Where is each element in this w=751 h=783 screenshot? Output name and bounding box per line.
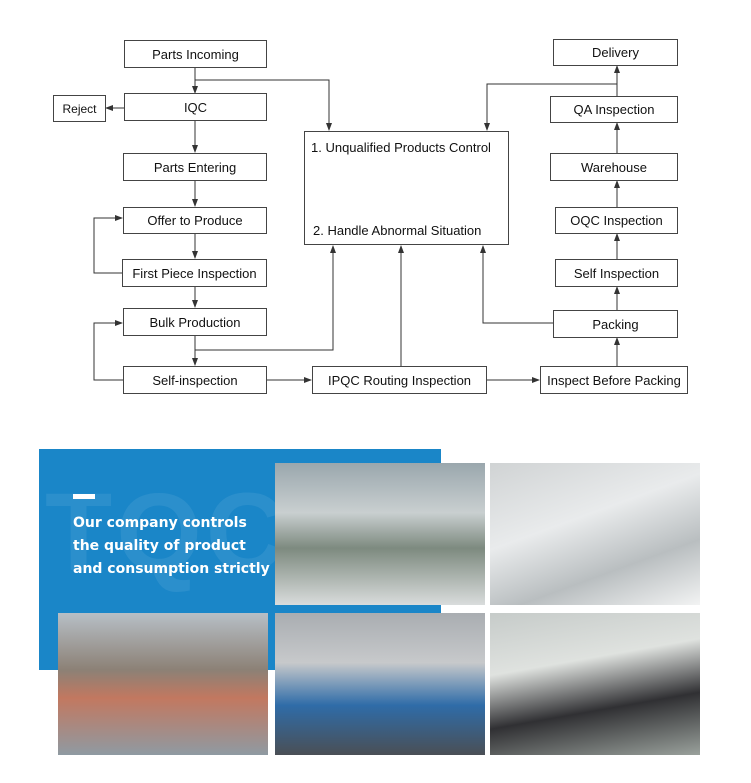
box-bulk-production: Bulk Production [123, 308, 267, 336]
box-label: OQC Inspection [570, 213, 663, 228]
box-label: Parts Entering [153, 159, 237, 175]
box-label: IPQC Routing Inspection [327, 372, 472, 388]
box-label: First Piece Inspection [132, 265, 257, 281]
box-label: Warehouse [581, 159, 647, 175]
box-parts-entering: Parts Entering [123, 153, 267, 181]
box-label: Parts Incoming [152, 46, 239, 62]
flow-connectors [93, 65, 620, 383]
box-label: Delivery [592, 45, 639, 60]
box-oqc-inspection: OQC Inspection [555, 207, 678, 234]
accent-dash [73, 494, 95, 499]
box-inspect-before-packing: Inspect Before Packing [540, 366, 688, 394]
photo-test-equipment [490, 613, 700, 755]
banner-text: Our company controls the quality of prod… [73, 515, 270, 577]
box-offer-to-produce: Offer to Produce [123, 207, 267, 234]
box-label: Packing [592, 316, 639, 332]
box-label: Inspect Before Packing [547, 372, 681, 388]
box-label: Offer to Produce [147, 213, 243, 228]
center-line-2: 2. Handle Abnormal Situation [313, 223, 482, 238]
box-ipqc-routing: IPQC Routing Inspection [312, 366, 487, 394]
center-line-1: 1. Unqualified Products Control [311, 140, 491, 155]
box-first-piece-inspection: First Piece Inspection [122, 259, 267, 287]
box-self-inspection-right: Self Inspection [555, 259, 678, 287]
box-label: Reject [62, 101, 97, 116]
box-self-inspection: Self-inspection [123, 366, 267, 394]
box-parts-incoming: Parts Incoming [124, 40, 267, 68]
box-label: Self Inspection [573, 265, 660, 281]
photo-testing-rack [275, 613, 485, 755]
photo-product-line [490, 463, 700, 605]
box-reject: Reject [53, 95, 106, 122]
box-label: Bulk Production [149, 314, 241, 330]
box-delivery: Delivery [553, 39, 678, 66]
box-label: Self-inspection [152, 372, 238, 388]
box-qa-inspection: QA Inspection [550, 96, 678, 123]
watermark-text: TQC [45, 471, 290, 594]
photo-workers-inspecting [58, 613, 268, 755]
box-warehouse: Warehouse [550, 153, 678, 181]
box-label: IQC [183, 99, 208, 115]
box-packing: Packing [553, 310, 678, 338]
box-iqc: IQC [124, 93, 267, 121]
box-unqualified-control: 1. Unqualified Products Control 2. Handl… [304, 131, 509, 245]
photo-production-floor [275, 463, 485, 605]
box-label: QA Inspection [573, 102, 655, 117]
